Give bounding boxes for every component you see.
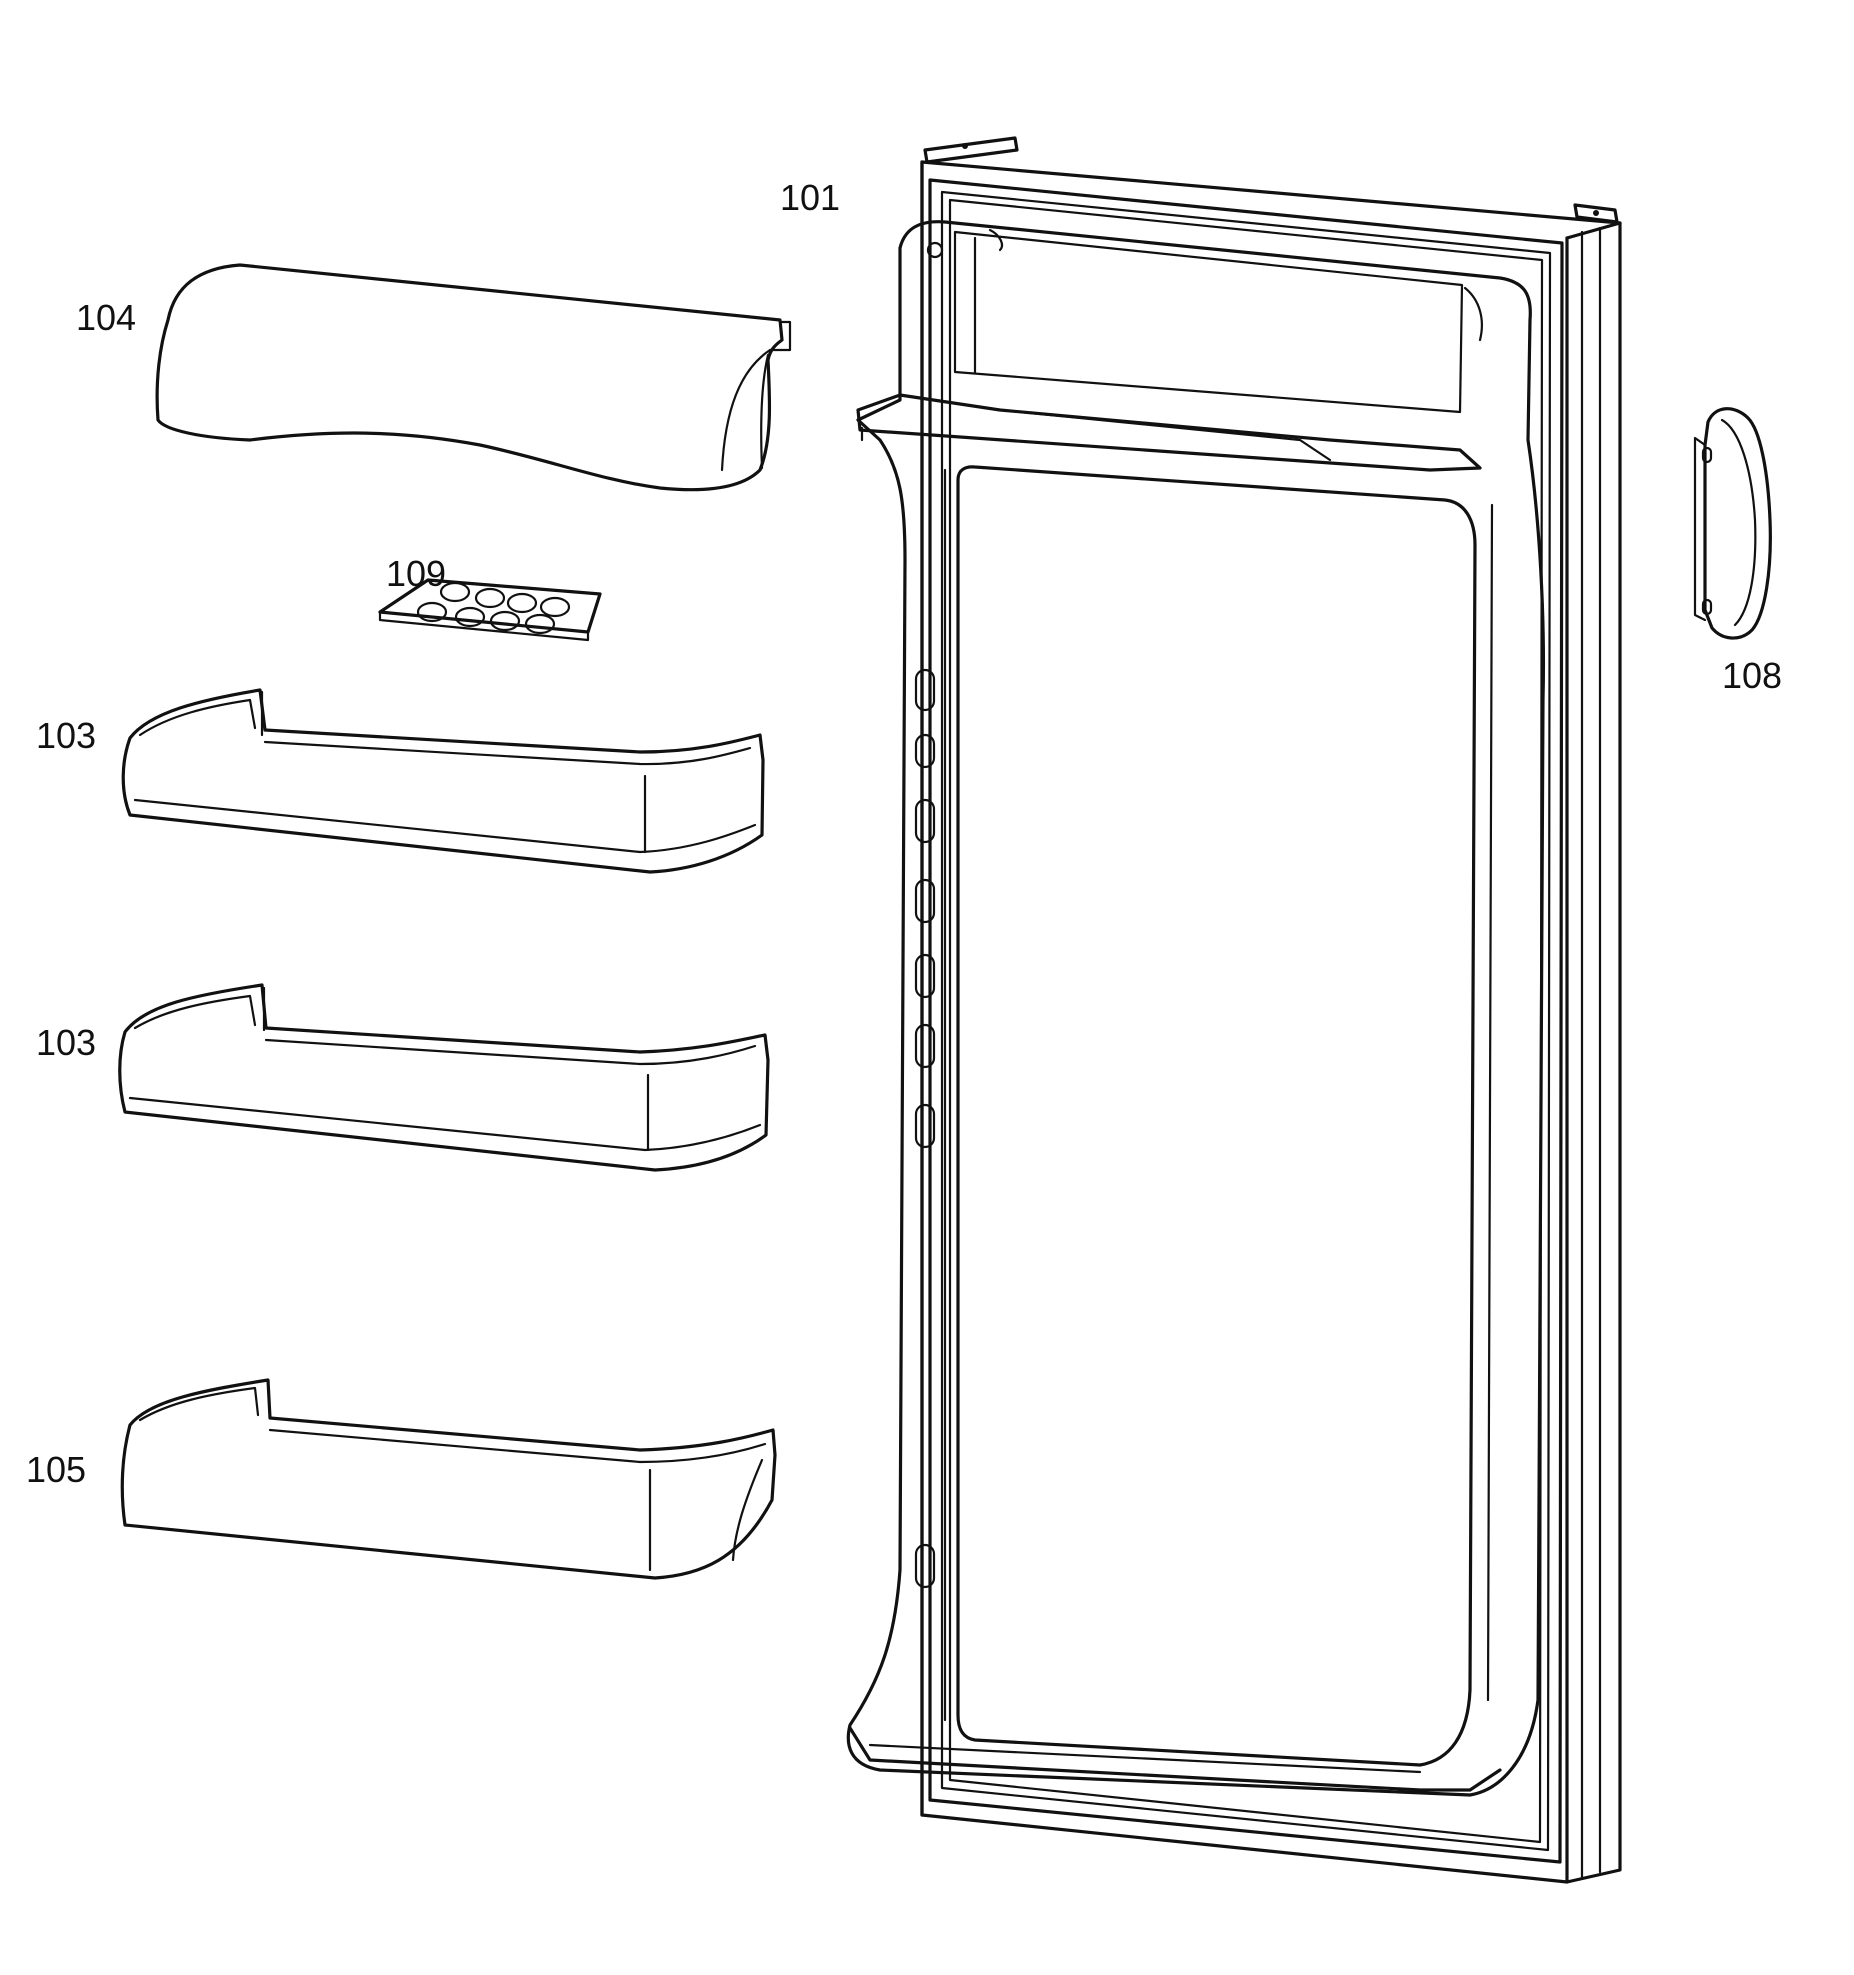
handle-part [1693, 407, 1772, 640]
door-assembly-part [846, 136, 1622, 1884]
callout-104: 104 [76, 297, 136, 338]
callout-108: 108 [1722, 655, 1782, 696]
shelf-slot-row [914, 668, 936, 1589]
door-bin-lower-part [120, 1378, 777, 1580]
callout-101: 101 [780, 177, 840, 218]
egg-tray-part [378, 578, 602, 642]
callout-105: 105 [26, 1449, 86, 1490]
door-bin-middle-part [118, 983, 770, 1172]
callout-109: 109 [386, 553, 446, 594]
callout-103-upper: 103 [36, 715, 96, 756]
callout-103-middle: 103 [36, 1022, 96, 1063]
door-bin-upper-part [121, 688, 765, 874]
dairy-cover-part [155, 263, 792, 492]
